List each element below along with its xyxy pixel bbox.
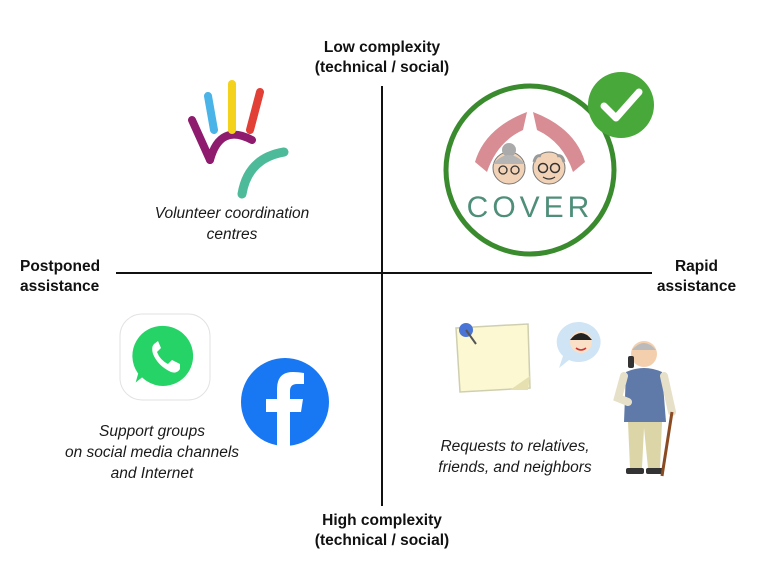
cover-logo-text: COVER <box>467 191 594 224</box>
sticky-note-icon <box>455 323 531 393</box>
cover-logo-icon: COVER <box>443 83 617 257</box>
checkmark-badge-icon <box>588 72 654 138</box>
axis-label-top: Low complexity(technical / social) <box>314 39 450 76</box>
caption-requests-relatives: Requests to relatives, friends, and neig… <box>438 438 592 476</box>
elderly-man-phone-icon <box>613 341 676 477</box>
axis-label-bottom: High complexity(technical / social) <box>314 512 450 549</box>
horizontal-axis <box>116 272 652 274</box>
facebook-icon <box>241 358 329 446</box>
caption-support-groups: Support groups on social media channels … <box>64 423 240 482</box>
speech-bubble-icon <box>556 321 601 368</box>
vertical-axis <box>381 86 383 506</box>
caption-volunteer-centres: Volunteer coordination centres <box>154 205 310 243</box>
volunteer-hand-logo-icon <box>188 80 289 199</box>
whatsapp-icon <box>119 313 211 401</box>
